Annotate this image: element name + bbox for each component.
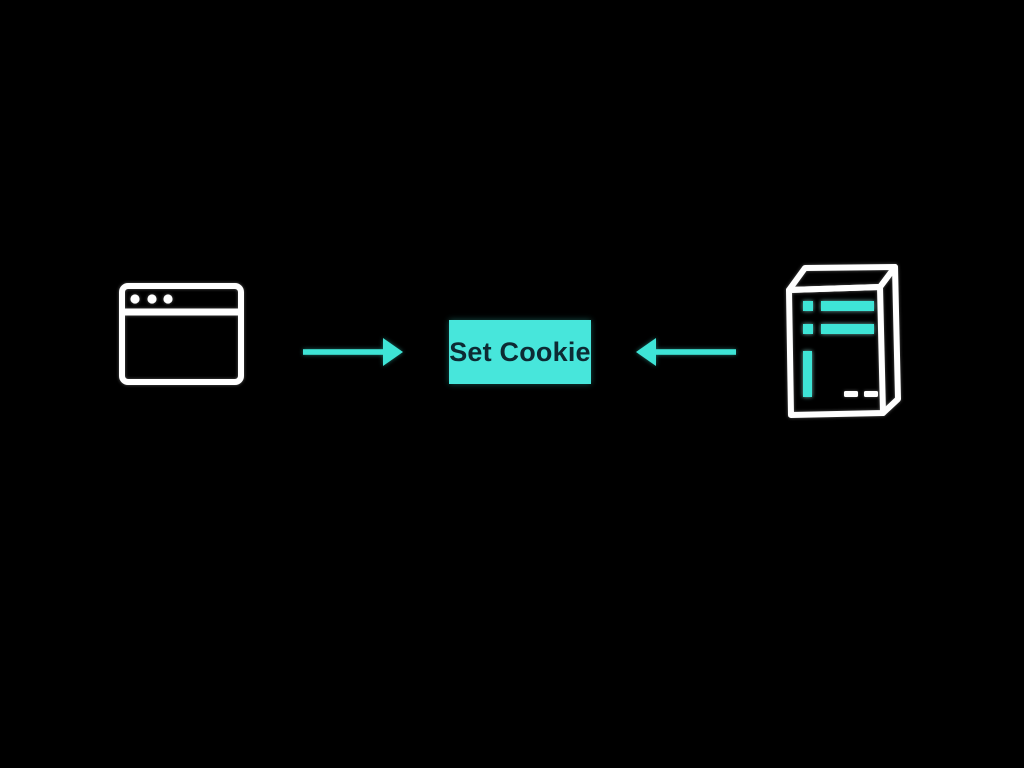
arrow-left-svg bbox=[636, 338, 736, 366]
window-dot bbox=[147, 294, 157, 304]
arrow-right-icon bbox=[303, 330, 403, 374]
server-row-bullet bbox=[803, 301, 813, 311]
browser-window-icon-svg bbox=[119, 283, 244, 385]
server-row-bar bbox=[821, 301, 874, 311]
server-row-bullet bbox=[803, 324, 813, 334]
server-vertical-bar bbox=[803, 351, 812, 397]
server-dash bbox=[844, 391, 858, 397]
window-dot bbox=[130, 294, 140, 304]
arrow-right-svg bbox=[303, 338, 403, 366]
server-dash bbox=[864, 391, 878, 397]
window-dot bbox=[163, 294, 173, 304]
arrow-left-icon bbox=[636, 330, 736, 374]
browser-window-icon bbox=[118, 282, 245, 386]
server-icon-svg bbox=[786, 264, 901, 418]
set-cookie-label: Set Cookie bbox=[449, 320, 591, 384]
server-icon bbox=[784, 262, 902, 418]
server-row-bar bbox=[821, 324, 874, 334]
